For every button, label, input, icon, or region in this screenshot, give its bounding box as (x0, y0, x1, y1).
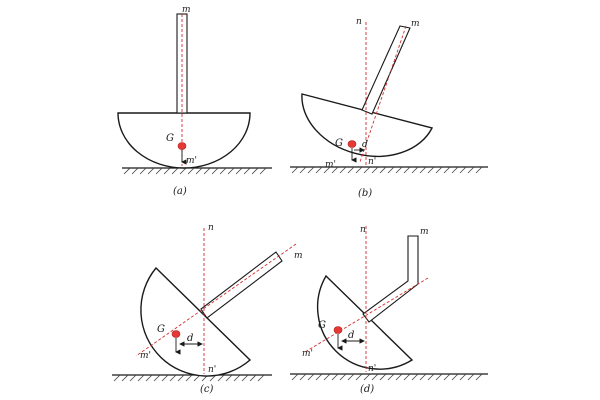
label-m-prime: m' (302, 349, 313, 359)
caption-a: (a) (173, 186, 187, 197)
label-m-prime: m' (140, 351, 151, 361)
ground-a (122, 167, 272, 175)
label-m: m (411, 19, 420, 29)
rod-d-bent (362, 235, 419, 323)
hemisphere-b (301, 93, 434, 158)
label-m: m (294, 251, 303, 261)
axis-b (359, 25, 407, 163)
center-of-gravity-d (333, 326, 343, 334)
panel-b: G d m' n' m n (b) (290, 17, 488, 199)
label-n-prime: n' (368, 157, 376, 167)
label-n: n (356, 17, 362, 27)
label-G: G (157, 324, 165, 335)
label-d: d (348, 330, 354, 341)
caption-b: (b) (358, 188, 372, 199)
label-m-prime: m' (325, 160, 336, 170)
center-of-gravity-a (177, 142, 187, 150)
label-G: G (318, 320, 326, 331)
center-of-gravity-b (347, 140, 357, 148)
label-m: m (182, 5, 191, 15)
ground-b (290, 166, 488, 174)
label-n-prime: n' (368, 364, 376, 374)
rod-a (176, 13, 188, 114)
label-n: n (208, 223, 214, 233)
rod-b (361, 25, 411, 115)
label-d: d (362, 140, 368, 150)
label-d: d (187, 333, 193, 344)
label-G: G (166, 133, 174, 144)
hemisphere-c (140, 266, 252, 377)
panel-c: G d m' n' m n (c) (112, 223, 303, 395)
label-n: n (360, 225, 366, 235)
label-n-prime: n' (208, 365, 216, 375)
axis-d (304, 277, 429, 353)
hemisphere-a (117, 112, 251, 169)
center-of-gravity-c (171, 330, 181, 338)
label-m-prime: m' (186, 156, 197, 166)
panel-a: G m' m (a) (117, 5, 272, 197)
panel-d: G d m' n' m n (d) (290, 225, 488, 395)
label-G: G (335, 138, 343, 149)
label-m: m (420, 227, 429, 237)
axis-c (135, 243, 297, 357)
caption-c: (c) (200, 384, 214, 395)
ground-c (112, 374, 272, 382)
ground-d (290, 373, 488, 381)
caption-d: (d) (360, 384, 374, 395)
